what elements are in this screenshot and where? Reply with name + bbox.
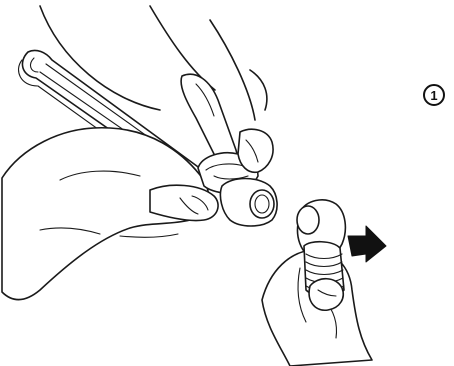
step-number-label: 1 [430,89,437,102]
right-arrow-icon [348,226,386,262]
left-hand [2,128,218,300]
step-number-badge: 1 [423,84,445,106]
